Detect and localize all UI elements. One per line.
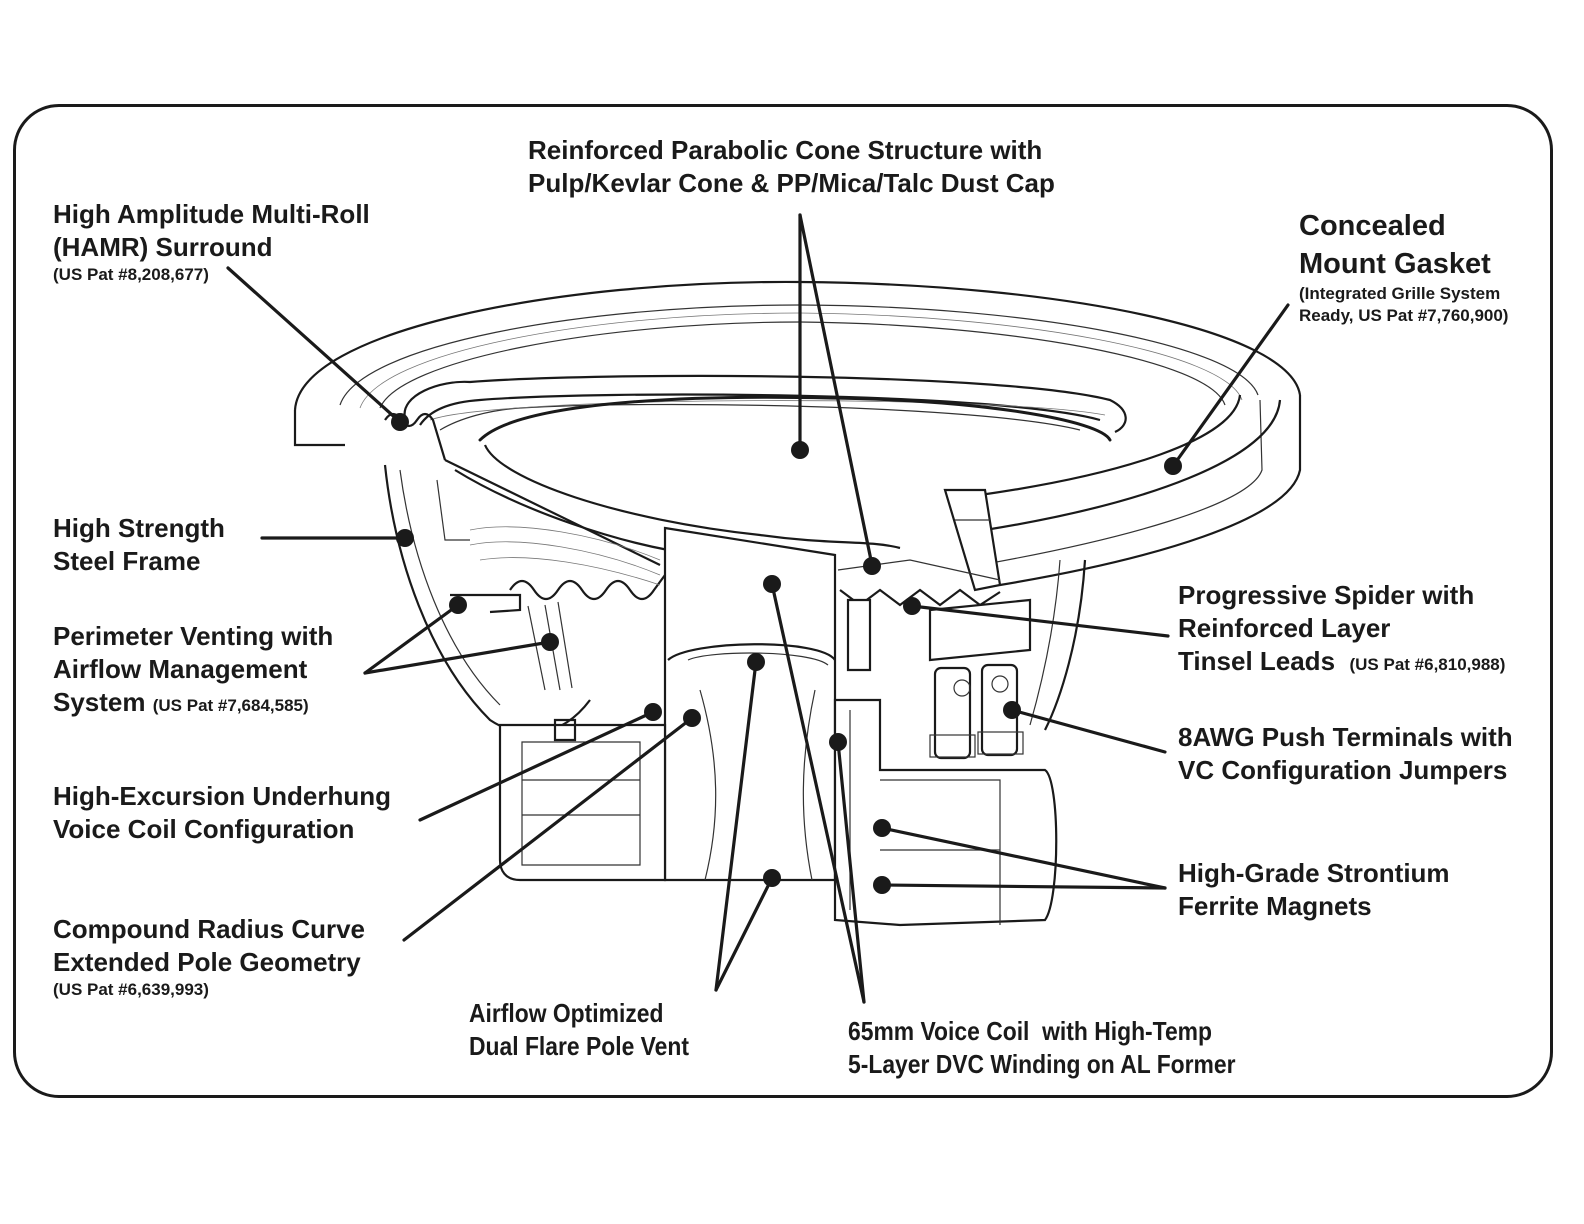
label-pole-vent: Airflow Optimized Dual Flare Pole Vent	[469, 997, 689, 1063]
label-line: Airflow Management	[53, 654, 308, 685]
leader-coil-b	[836, 740, 866, 1004]
leader-spider	[910, 604, 1170, 638]
callout-dot-gasket	[1164, 457, 1182, 475]
leader-magnets-a	[880, 826, 1167, 890]
surround	[384, 374, 1127, 461]
label-steel-frame: High Strength Steel Frame	[53, 512, 225, 578]
label-line: High-Grade Strontium	[1178, 858, 1450, 888]
callout-dot-venting-a	[449, 596, 467, 614]
callout-dot-underhung	[644, 703, 662, 721]
leader-pole	[402, 716, 694, 942]
patent-note: (Integrated Grille System	[1299, 284, 1501, 304]
leader-magnets-b	[880, 883, 1167, 890]
label-line: 65mm Voice Coil with High-Temp	[848, 1016, 1213, 1046]
label-progressive-spider: Progressive Spider with Reinforced Layer…	[1178, 579, 1505, 678]
label-line: High-Excursion Underhung	[53, 781, 391, 811]
label-mount-gasket: Concealed Mount Gasket (Integrated Grill…	[1299, 208, 1508, 328]
label-line: Reinforced Parabolic Cone Structure with	[528, 135, 1043, 165]
diagram-border-frame	[13, 104, 1553, 1098]
patent-note: (US Pat #8,208,677)	[53, 265, 209, 285]
label-line: System	[53, 687, 146, 718]
label-line: Reinforced Layer	[1178, 613, 1391, 644]
callout-dot-dustcap-edge	[863, 557, 881, 575]
leader-lines	[226, 213, 1290, 1004]
label-line: (HAMR) Surround	[53, 232, 273, 263]
patent-note: (US Pat #6,810,988)	[1349, 655, 1506, 675]
steel-frame-right	[1029, 559, 1087, 731]
patent-note: (US Pat #7,684,585)	[152, 696, 309, 716]
label-line: Dual Flare Pole Vent	[469, 1031, 689, 1062]
label-line: VC Configuration Jumpers	[1178, 755, 1508, 786]
leader-surround	[226, 266, 402, 424]
leader-venting-a	[363, 603, 460, 675]
label-cone-structure: Reinforced Parabolic Cone Structure with…	[528, 134, 1055, 200]
label-line: Steel Frame	[53, 546, 201, 577]
label-line: Concealed	[1299, 210, 1446, 242]
label-line: Airflow Optimized	[469, 998, 664, 1028]
label-ferrite-magnets: High-Grade Strontium Ferrite Magnets	[1178, 857, 1450, 923]
callout-dot-spider	[903, 597, 921, 615]
label-line: Progressive Spider with	[1178, 580, 1475, 610]
leader-gasket	[1171, 303, 1290, 468]
patent-note: Ready, US Pat #7,760,900)	[1299, 306, 1509, 326]
leader-polevent-b	[714, 876, 774, 992]
leader-terminals	[1010, 708, 1167, 754]
label-line: 8AWG Push Terminals with	[1178, 722, 1513, 752]
label-voice-coil: 65mm Voice Coil with High-Temp 5-Layer D…	[848, 1015, 1236, 1081]
leader-cone-b	[798, 213, 874, 567]
label-perimeter-venting: Perimeter Venting with Airflow Managemen…	[53, 620, 333, 719]
leader-underhung	[418, 710, 655, 822]
leader-polevent-a	[714, 660, 758, 992]
label-underhung-voice-coil: High-Excursion Underhung Voice Coil Conf…	[53, 780, 391, 846]
patent-note: (US Pat #6,639,993)	[53, 980, 209, 1000]
gasket-ring	[943, 394, 1282, 592]
callout-dot-frame	[396, 529, 414, 547]
label-push-terminals: 8AWG Push Terminals with VC Configuratio…	[1178, 721, 1513, 787]
label-line: Mount Gasket	[1299, 247, 1491, 280]
spider-left	[469, 526, 666, 601]
label-line: Extended Pole Geometry	[53, 947, 361, 978]
callout-dot-magnet-b	[873, 876, 891, 894]
callout-dot-surround	[391, 413, 409, 431]
leader-coil-a	[770, 582, 866, 1004]
callout-dot-polevent-b	[763, 869, 781, 887]
spider-right	[837, 559, 1032, 672]
callout-dots	[391, 413, 1182, 894]
cone-opening	[444, 395, 1112, 566]
steel-frame-left	[383, 464, 591, 735]
terminals	[929, 663, 1024, 760]
callout-dot-polevent-a	[747, 653, 765, 671]
callout-dot-coil-b	[829, 733, 847, 751]
label-hamr-surround: High Amplitude Multi-Roll (HAMR) Surroun…	[53, 198, 370, 286]
callout-dot-venting-b	[541, 633, 559, 651]
label-line: High Amplitude Multi-Roll	[53, 199, 370, 229]
label-line: Perimeter Venting with	[53, 621, 334, 651]
label-extended-pole: Compound Radius Curve Extended Pole Geom…	[53, 913, 365, 1001]
label-line: Compound Radius Curve	[53, 914, 366, 944]
callout-dot-magnet-a	[873, 819, 891, 837]
callout-dot-cone	[791, 441, 809, 459]
callout-dot-terminals	[1003, 701, 1021, 719]
label-line: High Strength	[53, 513, 225, 543]
label-line: Tinsel Leads	[1178, 646, 1336, 677]
label-line: Voice Coil Configuration	[53, 814, 355, 845]
label-line: Pulp/Kevlar Cone & PP/Mica/Talc Dust Cap	[528, 168, 1055, 199]
label-line: 5-Layer DVC Winding on AL Former	[848, 1049, 1236, 1080]
leader-venting-b	[363, 640, 552, 675]
callout-dot-pole	[683, 709, 701, 727]
callout-dot-coil-a	[763, 575, 781, 593]
label-line: Ferrite Magnets	[1178, 891, 1372, 922]
